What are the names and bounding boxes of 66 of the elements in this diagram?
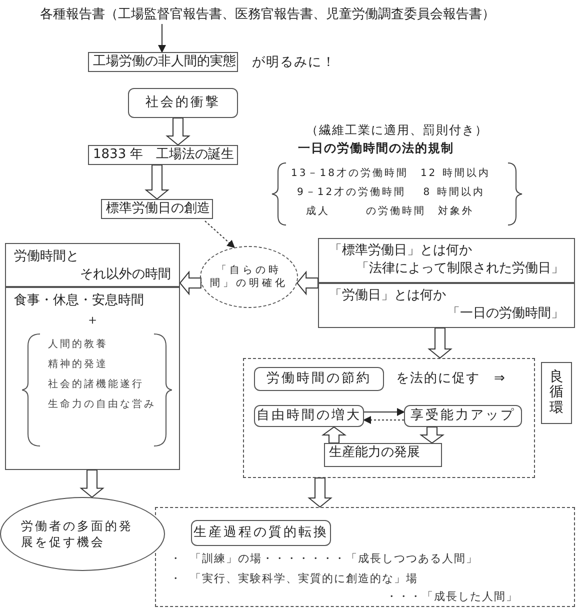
node-text: 1833 年 工場法の誕生: [93, 146, 233, 164]
node-text: 良循環: [550, 370, 564, 416]
node-text: 「実行、実験科学、実質的に創造的な」場: [190, 572, 418, 587]
process-box: [88, 145, 238, 165]
node-text: 生産過程の質的転換: [192, 524, 330, 542]
node-text: 社会的衝撃: [144, 94, 222, 112]
node-text: 労働時間と: [14, 248, 80, 266]
list-item: 精神的発達: [48, 358, 109, 372]
node-text: 労働者の多面的発展を促す機会: [21, 518, 134, 550]
node-text: ・・・「成長した人間」: [386, 590, 518, 605]
side-note: を法的に促す ⇒: [396, 370, 506, 388]
node-text: 「一日の労働時間」: [446, 304, 564, 322]
node-text: 「法律によって制限された労働日」: [355, 260, 564, 278]
node-text: 自由時間の増大: [256, 407, 362, 425]
rounded-box: [254, 367, 384, 391]
block-arrow: [428, 328, 452, 359]
process-box: [318, 238, 575, 283]
node-text: 「自らの時間」の明確化: [209, 264, 289, 290]
node-text: 食事・休息・安息時間: [14, 292, 145, 310]
note-text: 成人 の労働時間 対象外: [306, 204, 474, 218]
note-text: 13－18才の労働時間 12 時間以内: [291, 166, 490, 180]
node-text: 「標準労働日」とは何か: [329, 242, 473, 260]
list-item: 社会的諸機能遂行: [48, 378, 145, 392]
block-arrow: [321, 426, 347, 444]
arrow: [158, 24, 166, 53]
process-box: [88, 52, 238, 72]
node-text: 工場労働の非人間的実態: [93, 53, 233, 71]
dashed-group-box: [155, 507, 575, 607]
arrow: [363, 416, 404, 424]
block-arrow: [144, 164, 170, 200]
block-arrow: [179, 270, 202, 296]
block-arrow: [80, 470, 104, 498]
node-text: 各種報告書（工場監督官報告書、医務官報告書、児童労働調査委員会報告書）: [40, 6, 496, 24]
side-note: が明るみに！: [252, 54, 336, 71]
block-arrow: [308, 478, 332, 508]
process-box: [318, 283, 575, 328]
process-box: [5, 243, 180, 287]
rounded-box: [404, 405, 522, 427]
rounded-box: [128, 88, 238, 118]
node-text: 「労働日」とは何か: [329, 287, 447, 305]
block-arrow: [296, 270, 318, 296]
node-text: それ以外の時間: [79, 266, 171, 284]
rounded-box: [191, 520, 331, 546]
node-text: 生産能力の発展: [329, 444, 421, 462]
section-heading: 一日の労働時間の法的規制: [298, 140, 454, 157]
list-item: 人間的教養: [48, 338, 109, 352]
dashed-ellipse: [200, 246, 298, 308]
node-text: 標準労働日の創造: [106, 200, 208, 218]
arrow: [364, 408, 405, 416]
bullet: ・: [170, 552, 182, 567]
note-text: （繊維工業に適用、罰則付き）: [306, 122, 488, 139]
process-box: [101, 199, 213, 219]
block-arrow: [166, 118, 190, 146]
list-item: 生命力の自由な営み: [48, 398, 157, 412]
bullet: ・: [170, 572, 182, 587]
process-box: [5, 287, 180, 470]
dashed-group-box: [243, 358, 535, 478]
block-arrow: [419, 426, 445, 444]
process-box: [324, 443, 442, 467]
plus-sign: ＋: [85, 312, 100, 330]
arrow: [204, 220, 236, 248]
node-text: 労働時間の節約: [266, 370, 372, 388]
node-text: 「訓練」の場・・・・・・・「成長しつつある人間」: [190, 552, 478, 567]
vertical-text-box: [541, 362, 572, 424]
note-text: 9－12才の労働時間 8 時間以内: [297, 186, 485, 199]
node-text: 享受能力アップ: [410, 407, 516, 425]
